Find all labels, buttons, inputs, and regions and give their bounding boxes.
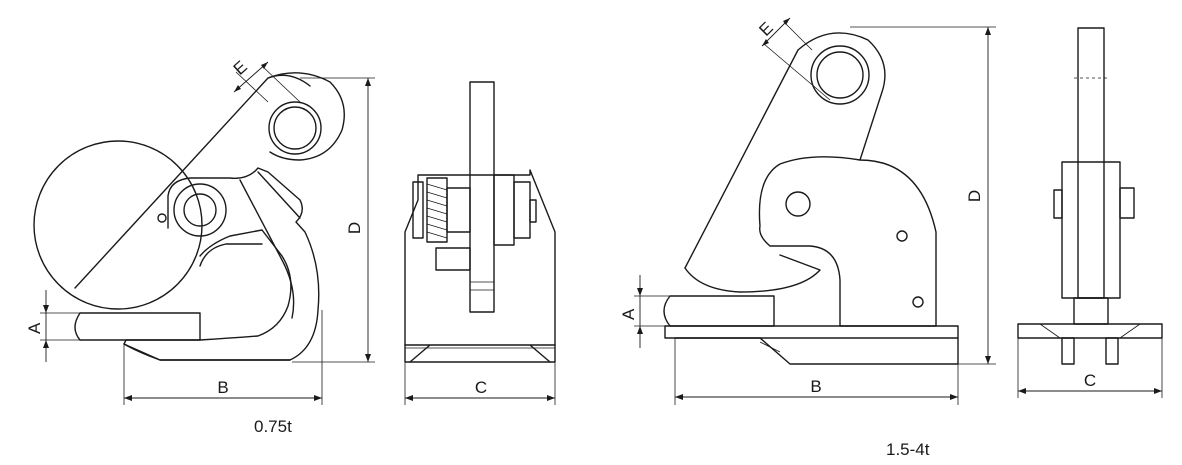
- left-eye-lobe: [267, 72, 345, 161]
- left-front-base: [404, 344, 556, 363]
- left-front-plate: [469, 81, 495, 313]
- right-base-wedge: [674, 337, 959, 365]
- left-eye-inner: [273, 106, 317, 150]
- right-label-B: B: [810, 377, 821, 396]
- left-front-body: [404, 169, 556, 363]
- right-lever-foot: [684, 254, 821, 293]
- left-eye-outer: [268, 101, 322, 155]
- left-jaw-inner: [239, 179, 295, 319]
- left-front-view: C: [404, 81, 556, 405]
- right-front-leg-right: [1105, 337, 1119, 365]
- left-front-pin-cap: [513, 181, 531, 239]
- right-eye-inner: [816, 51, 864, 99]
- right-base-bar: [664, 325, 959, 339]
- left-jaw-edge: [257, 171, 301, 219]
- right-front-base: [1017, 323, 1163, 339]
- left-base-wedge: [123, 343, 291, 361]
- right-front-leg-left: [1061, 337, 1075, 365]
- right-front-plate: [1077, 27, 1105, 299]
- right-small-hole-2: [912, 296, 924, 308]
- left-label-A: A: [25, 322, 44, 334]
- left-front-lower-block: [435, 247, 471, 271]
- caption-left: 0.75t: [254, 417, 292, 436]
- left-front-nut: [412, 181, 424, 239]
- right-label-A: A: [619, 308, 638, 320]
- right-label-E: E: [755, 18, 776, 39]
- left-lever-arm: [74, 74, 311, 289]
- right-side-view: A B D E: [619, 17, 996, 405]
- right-front-body: [1061, 161, 1121, 299]
- left-label-C: C: [475, 378, 487, 397]
- right-eye-outer: [810, 45, 870, 105]
- left-pivot-outer: [173, 183, 227, 237]
- left-front-pin-head: [493, 174, 515, 246]
- left-side-view: A B D E: [25, 57, 375, 405]
- left-dim-E-line: [233, 61, 269, 93]
- caption-right: 1.5-4t: [886, 440, 930, 459]
- left-label-D: D: [345, 222, 364, 234]
- left-jaw-body: [123, 167, 320, 361]
- right-small-hole-1: [896, 230, 908, 242]
- left-large-circle: [33, 140, 203, 310]
- left-lower-curve: [199, 243, 263, 267]
- right-front-knob-left: [1053, 189, 1063, 219]
- left-pivot-inner: [183, 193, 217, 227]
- right-front-knob-right: [1119, 187, 1135, 219]
- left-small-hole: [157, 213, 167, 223]
- right-hatched-plate: [663, 295, 775, 327]
- left-label-E: E: [230, 57, 251, 79]
- right-front-view: C: [1017, 27, 1163, 398]
- right-lever: [684, 32, 886, 269]
- right-body: [758, 156, 937, 327]
- right-pivot-hole: [785, 191, 811, 217]
- left-plate: [74, 312, 201, 341]
- left-label-B: B: [217, 378, 228, 397]
- right-front-jaw: [1073, 297, 1109, 325]
- right-label-C: C: [1084, 371, 1096, 390]
- left-front-boss: [446, 187, 471, 233]
- left-front-spring: [426, 177, 448, 243]
- right-label-D: D: [965, 190, 984, 202]
